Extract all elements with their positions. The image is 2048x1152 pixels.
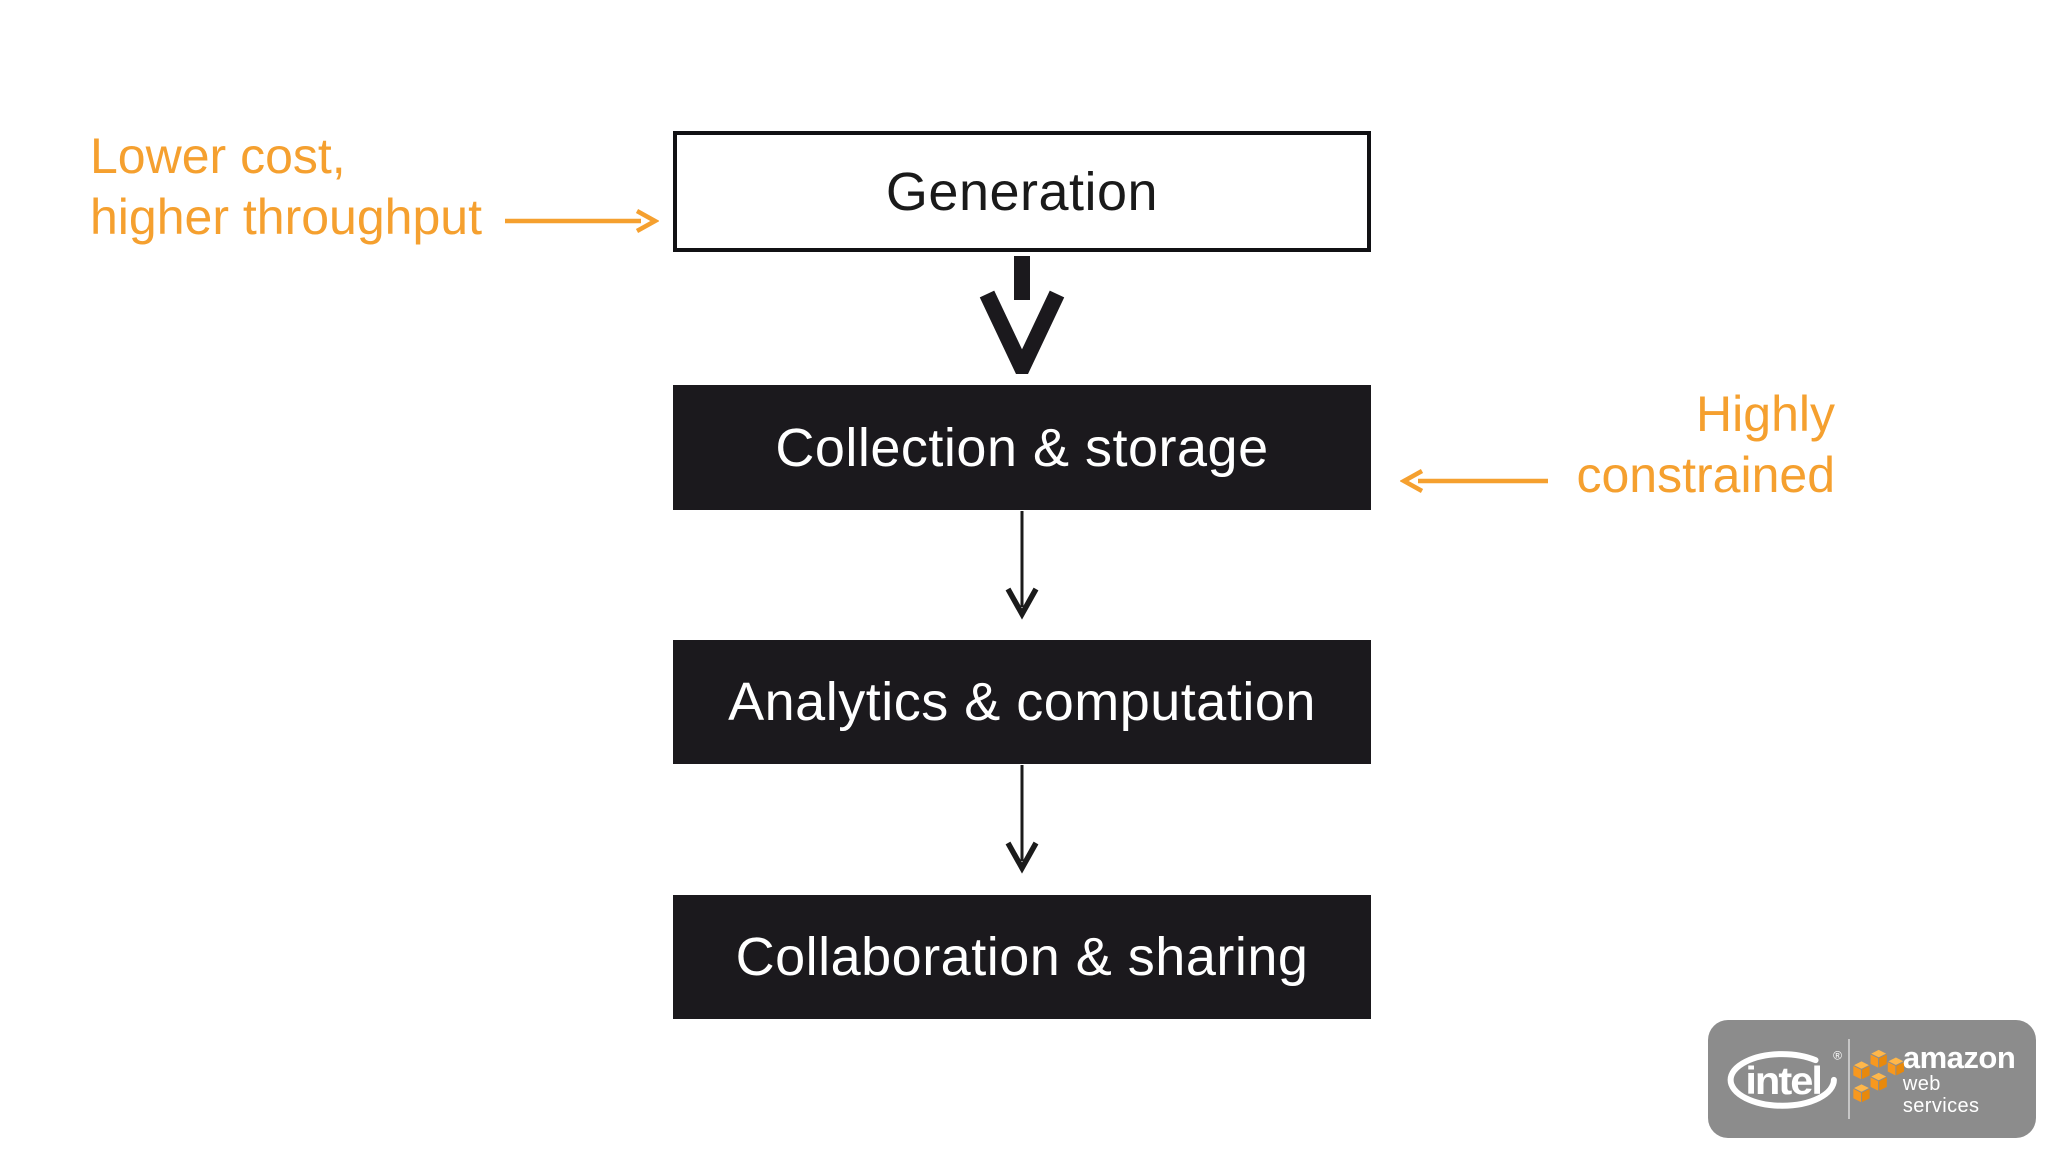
- right-annotation-arrow-left-icon: [1400, 469, 1548, 493]
- annotation-highly-constrained-line2: constrained: [1576, 447, 1836, 503]
- intel-logo: intel ®: [1727, 1049, 1842, 1109]
- aws-logo: amazon web services: [1850, 1042, 2018, 1117]
- aws-subtitle: web services: [1902, 1072, 1980, 1117]
- aws-cubes-icon: [1851, 1048, 1906, 1104]
- left-annotation-arrow-right-icon: [505, 209, 659, 233]
- intel-wordmark: intel: [1745, 1060, 1821, 1103]
- annotation-lower-cost-line1: Lower cost,: [90, 128, 346, 184]
- flow-box-collection-storage: Collection & storage: [673, 385, 1371, 510]
- flow-box-generation: Generation: [673, 131, 1371, 252]
- flow-box-collaboration-sharing-label: Collaboration & sharing: [735, 927, 1309, 987]
- sponsor-badge: intel ®: [1708, 1020, 2036, 1138]
- aws-wordmark: amazon: [1902, 1039, 2016, 1075]
- badge-divider: [1847, 1039, 1850, 1119]
- flow-box-generation-label: Generation: [885, 161, 1159, 222]
- flow-box-analytics-computation: Analytics & computation: [673, 640, 1371, 764]
- down-arrow-icon: [1005, 511, 1039, 620]
- flow-box-collaboration-sharing: Collaboration & sharing: [673, 895, 1371, 1019]
- flow-box-collection-storage-label: Collection & storage: [775, 417, 1269, 478]
- annotation-highly-constrained-line1: Highly: [1696, 386, 1835, 442]
- intel-registered-mark: ®: [1833, 1049, 1842, 1063]
- big-down-arrow-icon: [979, 256, 1065, 374]
- annotation-lower-cost: Lower cost, higher throughput: [90, 126, 482, 248]
- annotation-highly-constrained: Highly constrained: [1577, 384, 1836, 506]
- aws-logo-text: amazon web services: [1903, 1042, 2018, 1117]
- flow-box-analytics-computation-label: Analytics & computation: [728, 672, 1316, 732]
- annotation-lower-cost-line2: higher throughput: [90, 189, 482, 245]
- down-arrow-icon: [1005, 765, 1039, 874]
